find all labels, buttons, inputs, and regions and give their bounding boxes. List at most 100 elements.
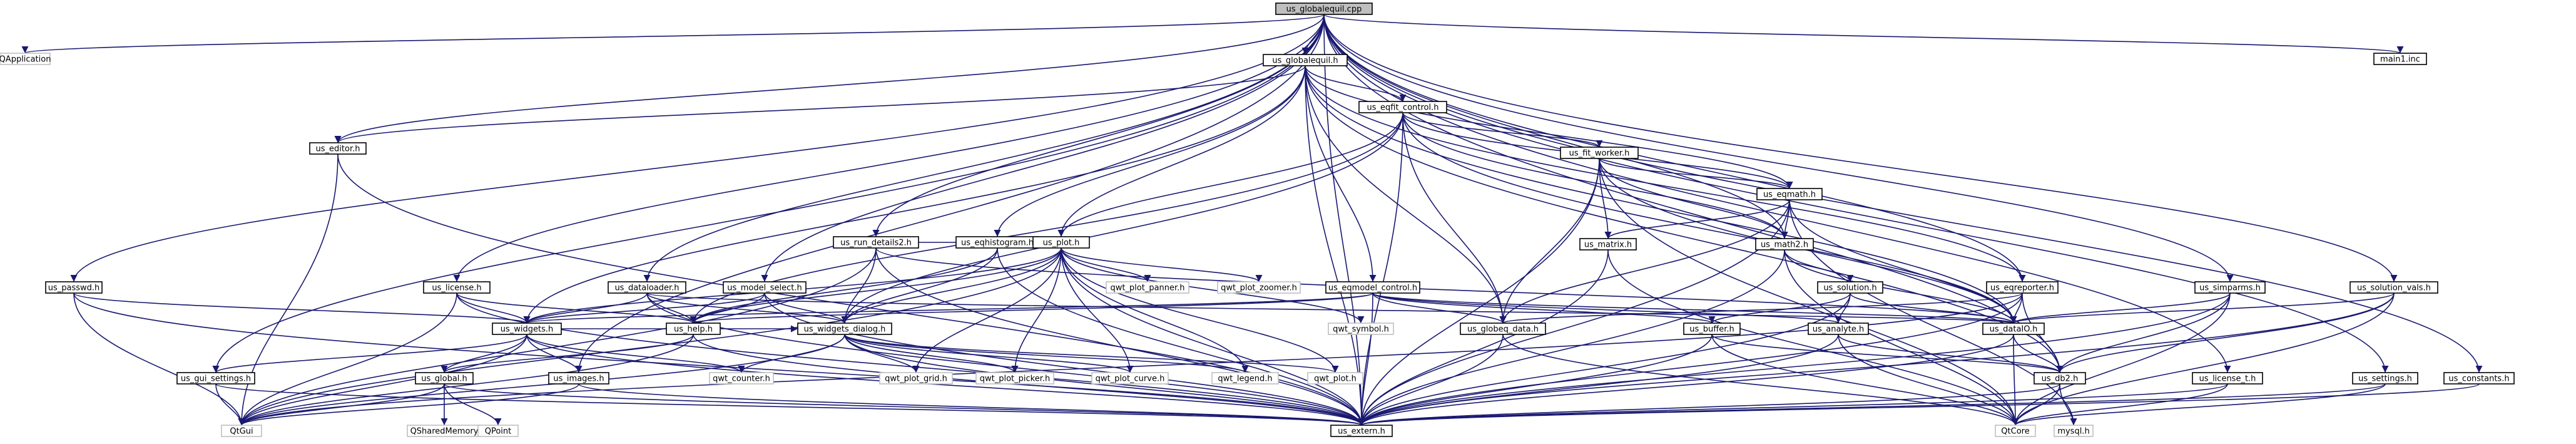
edge-matrix-to-QtCore xyxy=(1607,249,2019,426)
node-us-constants-h[interactable]: us_constants.h xyxy=(2443,372,2515,385)
node-box xyxy=(2034,372,2086,385)
node-us-eqmath-h[interactable]: us_eqmath.h xyxy=(1756,188,1823,200)
node-box xyxy=(2352,372,2418,385)
node-box xyxy=(2443,372,2515,385)
node-us-db2-h[interactable]: us_db2.h xyxy=(2034,372,2086,385)
edge-dataloader-to-widgets xyxy=(523,292,648,324)
node-qwt-counter-h: qwt_counter.h xyxy=(709,372,774,385)
node-us-license-t-h[interactable]: us_license_t.h xyxy=(2192,372,2263,385)
node-us-run-details2-h[interactable]: us_run_details2.h xyxy=(833,236,919,249)
edge-editor-to-QtGui xyxy=(238,153,339,426)
node-us-eqmodel-control-h[interactable]: us_eqmodel_control.h xyxy=(1325,281,1420,294)
node-label: us_globalequil.cpp xyxy=(1286,5,1362,14)
edge-plot-to-zoomer xyxy=(1061,247,1263,282)
node-label: qwt_plot_grid.h xyxy=(885,374,947,384)
node-us-simparms-h[interactable]: us_simparms.h xyxy=(2194,281,2266,294)
node-us-eqreporter-h[interactable]: us_eqreporter.h xyxy=(1986,281,2059,294)
node-label: us_analyte.h xyxy=(1813,325,1864,334)
node-box xyxy=(879,372,953,385)
node-us-widgets-h[interactable]: us_widgets.h xyxy=(492,323,562,335)
edge-eqhisto-to-help xyxy=(690,247,998,324)
edge-dataIO-to-extern xyxy=(1358,334,2014,426)
edge-widgets-to-images xyxy=(526,334,583,373)
node-us-dataio-h[interactable]: us_dataIO.h xyxy=(1982,323,2045,335)
node-us-globeq-data-h[interactable]: us_globeq_data.h xyxy=(1460,323,1546,335)
node-label: us_editor.h xyxy=(316,145,360,154)
node-label: us_eqmodel_control.h xyxy=(1328,284,1417,293)
edge-buffer-to-QtCore xyxy=(1711,334,2019,426)
edge-glob_h-to-eqfit xyxy=(1305,65,1407,102)
edge-glob_h-to-plot xyxy=(1057,65,1306,237)
node-label: us_eqhistogram.h xyxy=(961,239,1034,248)
node-box xyxy=(415,372,474,385)
node-box xyxy=(423,281,491,294)
node-box xyxy=(723,281,807,294)
node-box xyxy=(309,142,367,155)
node-label: us_simparms.h xyxy=(2199,284,2261,293)
node-us-plot-h[interactable]: us_plot.h xyxy=(1032,236,1090,249)
node-us-solution-h[interactable]: us_solution.h xyxy=(1817,281,1883,294)
edge-modelsel-to-wdialog xyxy=(764,292,848,324)
edge-widgets-to-extern xyxy=(526,334,1365,426)
edge-eqfit-to-plot xyxy=(1057,112,1403,237)
edge-dataIO-to-QtCore xyxy=(2012,334,2019,426)
node-box xyxy=(1756,188,1823,200)
node-us-math2-h[interactable]: us_math2.h xyxy=(1755,238,1814,250)
node-box xyxy=(1683,323,1741,335)
edge-fitworker-to-matrix xyxy=(1599,158,1612,239)
node-us-settings-h[interactable]: us_settings.h xyxy=(2352,372,2418,385)
node-qwt-plot-curve-h: qwt_plot_curve.h xyxy=(1091,372,1169,385)
edge-math2-to-extern xyxy=(1358,249,1785,426)
node-us-buffer-h[interactable]: us_buffer.h xyxy=(1683,323,1741,335)
node-us-gui-settings-h[interactable]: us_gui_settings.h xyxy=(176,372,255,385)
node-us-matrix-h[interactable]: us_matrix.h xyxy=(1579,238,1637,250)
node-box xyxy=(492,323,562,335)
node-label: us_extern.h xyxy=(1338,427,1385,436)
node-us-fit-worker-h[interactable]: us_fit_worker.h xyxy=(1560,147,1639,159)
node-us-eqfit-control-h[interactable]: us_eqfit_control.h xyxy=(1358,101,1447,113)
edge-rundet-to-extern xyxy=(875,247,1365,426)
node-box xyxy=(176,372,255,385)
node-us-model-select-h[interactable]: us_model_select.h xyxy=(723,281,807,294)
node-box xyxy=(1328,323,1394,335)
node-label: qwt_counter.h xyxy=(713,374,770,384)
node-mysql-h: mysql.h xyxy=(2054,425,2094,437)
node-us-extern-h[interactable]: us_extern.h xyxy=(1330,425,1393,437)
edge-root-to-settings xyxy=(1323,14,2389,373)
node-us-help-h[interactable]: us_help.h xyxy=(666,323,721,335)
node-us-license-h[interactable]: us_license.h xyxy=(423,281,491,294)
node-label: qwt_plot.h xyxy=(1314,374,1357,384)
node-qtgui: QtGui xyxy=(221,425,262,437)
edge-root-to-extern xyxy=(1323,14,1365,426)
edge-glob_h-to-eqmodel xyxy=(1305,65,1377,282)
node-us-editor-h[interactable]: us_editor.h xyxy=(309,142,367,155)
node-box xyxy=(666,323,721,335)
edge-plot-to-qwtplot xyxy=(1061,247,1339,373)
node-us-global-h[interactable]: us_global.h xyxy=(415,372,474,385)
edge-eqmodel-to-globeq xyxy=(1372,292,1507,324)
node-us-passwd-h[interactable]: us_passwd.h xyxy=(45,281,103,294)
node-us-widgets-dialog-h[interactable]: us_widgets_dialog.h xyxy=(797,323,892,335)
node-main1-inc[interactable]: main1.inc xyxy=(2373,53,2427,65)
edge-password-to-extern xyxy=(73,292,1365,426)
node-label: QApplication xyxy=(0,55,51,65)
edge-license-to-extern xyxy=(456,292,1365,426)
node-us-analyte-h[interactable]: us_analyte.h xyxy=(1808,323,1869,335)
node-us-eqhistogram-h[interactable]: us_eqhistogram.h xyxy=(955,236,1039,249)
node-label: QtGui xyxy=(230,427,253,436)
node-us-images-h[interactable]: us_images.h xyxy=(548,372,609,385)
edge-wdialog-to-legend xyxy=(844,334,1249,373)
node-label: us_images.h xyxy=(553,374,604,384)
edge-plot-to-legend xyxy=(1061,247,1249,373)
node-us-solution-vals-h[interactable]: us_solution_vals.h xyxy=(2349,281,2438,294)
edge-global-to-extern xyxy=(444,383,1365,426)
node-qwt-plot-picker-h: qwt_plot_picker.h xyxy=(975,372,1054,385)
edge-fitworker-to-eqmath xyxy=(1599,158,1793,189)
edge-widgets-to-guiset xyxy=(212,334,527,373)
edge-matrix-to-extern xyxy=(1358,249,1609,426)
node-box xyxy=(1808,323,1869,335)
node-us-dataloader-h[interactable]: us_dataloader.h xyxy=(608,281,686,294)
node-box xyxy=(1211,372,1279,385)
edge-glob_h-to-eqhisto xyxy=(994,65,1306,237)
node-us-globalequil-h[interactable]: us_globalequil.h xyxy=(1263,54,1348,66)
